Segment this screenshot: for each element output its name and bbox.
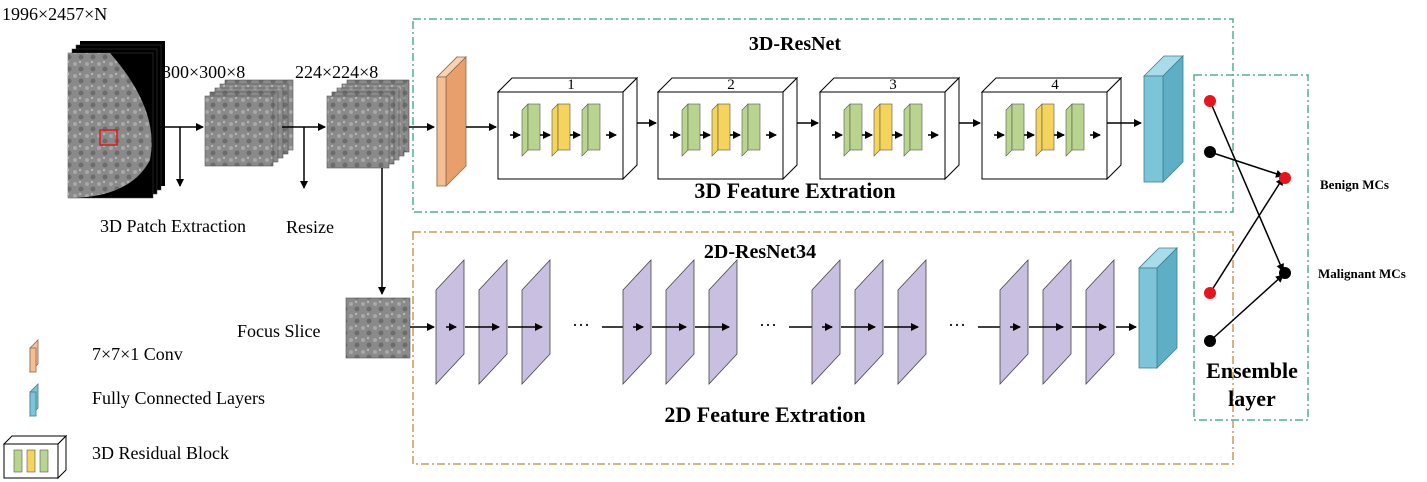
legend-res-block-label: 3D Residual Block: [92, 443, 229, 463]
block-number: 1: [567, 77, 575, 93]
layer-2d: [999, 258, 1029, 386]
block-number: 4: [1051, 77, 1059, 93]
layer-group-2d-4: [999, 258, 1115, 386]
patch-size-label: 300×300×8: [162, 62, 245, 82]
input-node-3: [1204, 287, 1216, 299]
layer-2d: [708, 258, 738, 386]
output-benign-label: Benign MCs: [1320, 177, 1389, 192]
residual-block-2: 2: [656, 76, 799, 181]
branch-2d-caption: 2D Feature Extration: [664, 402, 865, 427]
res-layer: [711, 103, 719, 157]
res-layer: [741, 103, 749, 157]
layer-2d: [435, 258, 465, 386]
layer-2d: [478, 258, 508, 386]
branch-2d-title: 2D-ResNet34: [704, 241, 816, 263]
focus-slice-label: Focus Slice: [237, 321, 321, 341]
resized-size-label: 224×224×8: [295, 62, 378, 82]
res-layer: [551, 103, 559, 157]
output-node-benign: [1279, 172, 1291, 184]
layer-2d: [897, 258, 927, 386]
layer-2d: [665, 258, 695, 386]
layers-2d: ··· ··· ···: [435, 258, 1137, 386]
legend-conv-label: 7×7×1 Conv: [92, 344, 183, 364]
branch-2d-box: [412, 231, 1234, 465]
res-layer: [681, 103, 689, 157]
fc-block-3d: [1143, 55, 1184, 183]
output-malignant-label: Malignant MCs: [1318, 266, 1406, 281]
block-number: 3: [889, 77, 897, 93]
res-layer: [1005, 103, 1013, 157]
mammogram-stack: [67, 41, 165, 199]
ensemble-title-line2: layer: [1228, 386, 1276, 411]
layer-2d: [1085, 258, 1115, 386]
residual-block-4: 4: [980, 76, 1123, 181]
block-number: 2: [727, 77, 735, 93]
layer-group-2d-1: [435, 258, 551, 386]
res-layer: [843, 103, 851, 157]
ensemble-edges: [1209, 100, 1284, 342]
legend: 7×7×1 Conv Fully Connected Layers 3D Res…: [2, 339, 265, 480]
layer-2d: [622, 258, 652, 386]
layer-2d: [1042, 258, 1072, 386]
ensemble-box: [1193, 74, 1309, 421]
res-layer: [1065, 103, 1073, 157]
legend-fc-label: Fully Connected Layers: [92, 388, 265, 408]
residual-block-1: 1: [496, 76, 639, 181]
layer-2d: [811, 258, 841, 386]
res-layer: [873, 103, 881, 157]
branch-3d-title: 3D-ResNet: [749, 33, 842, 55]
input-node-4: [1204, 335, 1216, 347]
layer-group-2d-2: [622, 258, 738, 386]
layer-2d: [854, 258, 884, 386]
input-size-label: 1996×2457×N: [2, 4, 107, 24]
input-node-1: [1204, 95, 1216, 107]
output-node-malignant: [1279, 267, 1291, 279]
focus-slice-image: [345, 297, 411, 359]
conv-block: [436, 56, 467, 187]
patch-stack: [204, 79, 294, 167]
input-node-2: [1204, 146, 1216, 158]
patch-extraction-label: 3D Patch Extraction: [100, 216, 246, 236]
fc-block-2d: [1138, 247, 1178, 369]
resize-label: Resize: [286, 217, 334, 237]
branch-3d-box: [412, 18, 1234, 213]
layer-2d: [521, 258, 551, 386]
legend-res-block-icon: [2, 434, 68, 480]
residual-blocks-3d: 1 2 3 4: [496, 76, 1123, 181]
roi-marker: [99, 129, 118, 146]
ellipsis: ···: [948, 315, 966, 335]
ellipsis: ···: [759, 315, 777, 335]
res-layer: [521, 103, 529, 157]
legend-conv-icon: [29, 339, 39, 373]
input-arrows: [158, 123, 435, 331]
legend-fc-icon: [29, 383, 39, 417]
resized-stack: [326, 79, 410, 169]
ellipsis: ···: [572, 315, 590, 335]
res-layer: [903, 103, 911, 157]
res-layer: [581, 103, 589, 157]
branch-3d-caption: 3D Feature Extration: [694, 178, 895, 203]
ensemble-title-line1: Ensemble: [1206, 358, 1298, 383]
res-layer: [1035, 103, 1043, 157]
layer-group-2d-3: [811, 258, 927, 386]
residual-block-3: 3: [818, 76, 961, 181]
